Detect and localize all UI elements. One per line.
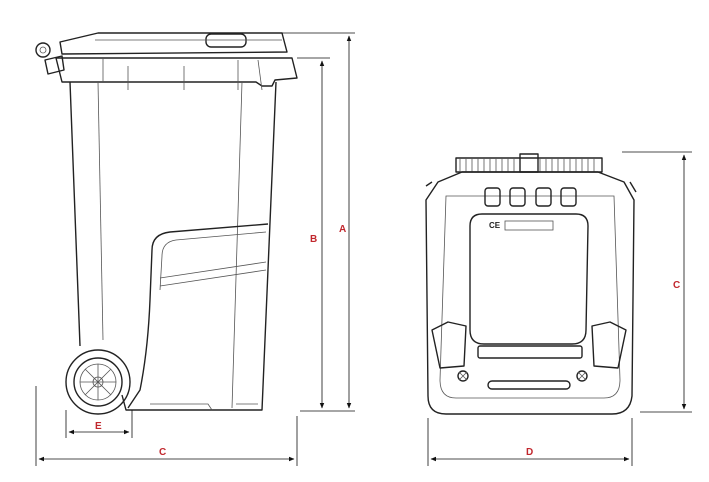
body-side (69, 81, 277, 411)
dimension-label-b: B (310, 234, 317, 245)
ce-mark: CE (489, 221, 501, 230)
screw-left (457, 370, 469, 382)
dimension-label-e: E (95, 421, 102, 432)
recess-box (484, 187, 501, 207)
recess-box (509, 187, 526, 207)
bin-side-view (35, 32, 298, 415)
dimension-label-a: A (339, 224, 346, 235)
lid-side (59, 32, 288, 55)
handle-pocket-left (431, 321, 467, 369)
rim-side (55, 57, 298, 87)
dimension-lines (35, 32, 692, 466)
slot-bar (477, 345, 583, 359)
dimension-label-d: D (526, 447, 533, 458)
front-plate (469, 213, 589, 345)
body-front (425, 171, 635, 415)
dimension-label-c-front: C (673, 280, 680, 291)
hinge-knob (35, 42, 51, 58)
recess-box (535, 187, 552, 207)
handle-pocket-right (591, 321, 627, 369)
label-plate (504, 220, 554, 231)
screw-right (576, 370, 588, 382)
lid-handle-grip (205, 33, 247, 48)
handle-recess-side (127, 223, 269, 409)
wheel (65, 349, 131, 415)
slot-bar (487, 380, 571, 390)
recess-box (560, 187, 577, 207)
bin-front-view: CE (425, 153, 637, 415)
dimension-label-c-side: C (159, 447, 166, 458)
